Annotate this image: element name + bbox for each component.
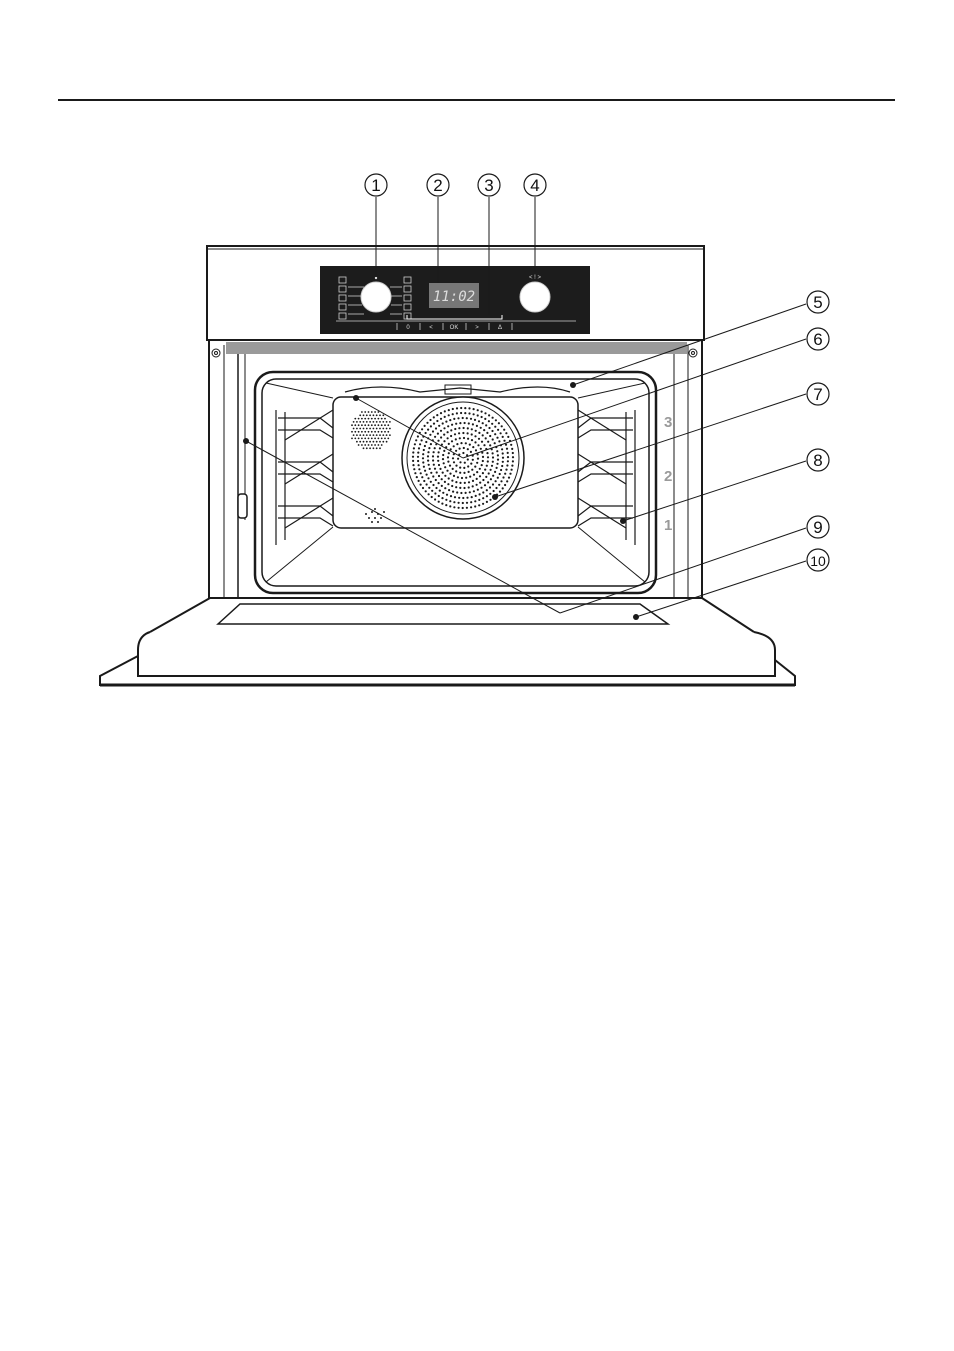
shelf-runner-icon [276,410,333,545]
callout-3: 3 [484,176,493,195]
callout-5: 5 [813,293,822,312]
shelf-runner-right [578,410,635,545]
touch-control-right[interactable]: > [475,325,479,331]
rack-level-2: 2 [664,468,672,485]
door-top-seal [226,342,687,354]
back-wall-vent [351,411,391,449]
callout-8: 8 [813,451,822,470]
rack-level-3: 3 [664,414,672,431]
touch-control-timer[interactable]: Δ [498,325,502,331]
touch-control-ok[interactable]: OK [450,325,459,331]
oven-door [100,598,795,685]
display-time: 11:02 [433,289,475,305]
callout-4: 4 [530,176,539,195]
touch-control-left[interactable]: < [429,325,433,331]
callout-2: 2 [433,176,442,195]
function-selector-knob-icon[interactable] [361,282,391,312]
callout-1: 1 [371,176,380,195]
callout-7: 7 [813,385,822,404]
temperature-selector-knob-icon[interactable] [520,282,550,312]
callout-9: 9 [813,518,822,537]
rack-level-1: 1 [664,517,672,534]
selector-scale-label: < ! > [529,275,542,281]
callout-6: 6 [813,330,822,349]
callout-10: 10 [810,553,826,569]
knob-indicator-dot [375,277,377,279]
